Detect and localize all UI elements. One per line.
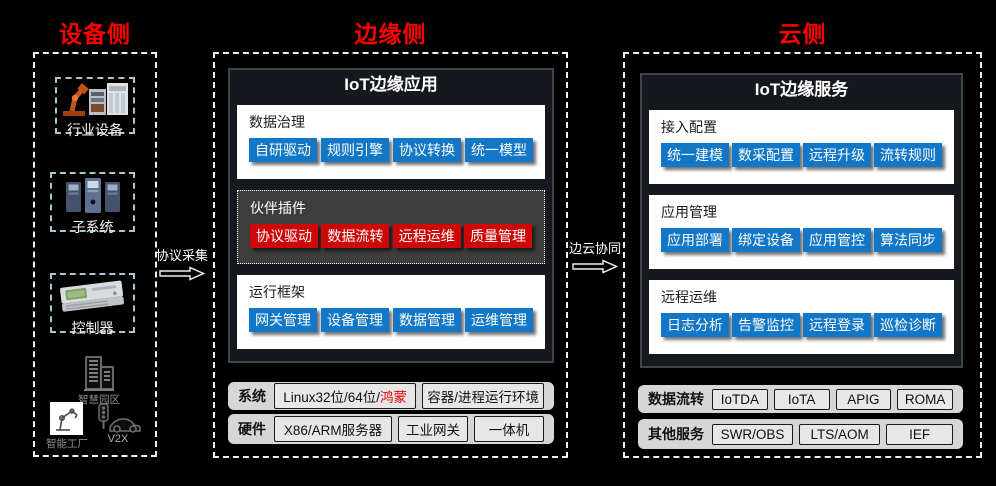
right-arrow-icon xyxy=(572,259,619,277)
cloud-dataflow-row: 数据流转 IoTDA IoTA APIG ROMA xyxy=(638,385,963,413)
row-label: 系统 xyxy=(238,388,266,404)
cloud-group-app-management: 应用管理 应用部署 绑定设备 应用管控 算法同步 xyxy=(649,195,954,269)
feature-chip: 算法同步 xyxy=(874,228,942,252)
scene-label: 智慧园区 xyxy=(78,394,120,406)
row-label: 硬件 xyxy=(238,421,266,437)
flow-label: 边云协同 xyxy=(568,241,621,256)
service-item: IEF xyxy=(886,423,954,445)
feature-chip: 运维管理 xyxy=(465,308,533,332)
right-arrow-icon xyxy=(159,266,206,284)
flow-label: 协议采集 xyxy=(155,248,208,263)
cloud-box-header: IoT边缘服务 xyxy=(754,80,849,99)
service-item: ROMA xyxy=(897,388,953,410)
service-item: APIG xyxy=(835,388,892,410)
group-label: 远程运维 xyxy=(661,289,717,305)
edge-to-cloud-flow: 边云协同 xyxy=(565,238,625,277)
cloud-group-access-config: 接入配置 统一建模 数采配置 远程升级 流转规则 xyxy=(649,110,954,184)
feature-chip: 数据流转 xyxy=(321,224,390,248)
edge-hardware-row: 硬件 X86/ARM服务器 工业网关 一体机 xyxy=(228,414,554,444)
edge-group-partner-plugins: 伙伴插件 协议驱动 数据流转 远程运维 质量管理 xyxy=(237,190,545,264)
smart-factory-icon xyxy=(50,402,83,440)
feature-chip: 网关管理 xyxy=(249,308,317,332)
device-item-industry-equipment: 行业设备 xyxy=(55,77,135,138)
edge-column-frame xyxy=(213,52,568,458)
feature-chip: 应用部署 xyxy=(661,228,729,252)
cloud-group-remote-om: 远程运维 日志分析 告警监控 远程登录 巡检诊断 xyxy=(649,280,954,354)
feature-chip: 远程登录 xyxy=(803,313,871,337)
service-item: IoTDA xyxy=(712,388,768,410)
system-item: 容器/进程运行环境 xyxy=(422,383,544,409)
feature-chip: 协议驱动 xyxy=(250,224,318,248)
feature-chip: 应用管控 xyxy=(803,228,871,252)
device-item-controller: 控制器 xyxy=(50,273,135,336)
row-label: 数据流转 xyxy=(648,391,704,407)
cloud-column-frame xyxy=(623,52,982,458)
edge-box-header: IoT边缘应用 xyxy=(344,75,438,94)
smart-park-icon xyxy=(82,355,116,398)
service-item: IoTA xyxy=(773,388,830,410)
service-item: LTS/AOM xyxy=(799,423,881,445)
hardware-item: 工业网关 xyxy=(398,416,468,442)
feature-chip: 统一建模 xyxy=(661,143,729,167)
group-label: 接入配置 xyxy=(661,119,717,135)
controller-icon xyxy=(55,277,131,320)
group-label: 数据治理 xyxy=(249,114,305,130)
device-column-frame xyxy=(33,52,157,457)
edge-application-box: IoT边缘应用 数据治理 自研驱动 规则引擎 协议转换 统一模型 伙伴插件 协议… xyxy=(228,68,554,363)
feature-chip: 告警监控 xyxy=(732,313,800,337)
edge-system-row: 系统 Linux32位/64位/鸿蒙 容器/进程运行环境 xyxy=(228,382,554,410)
hardware-item: X86/ARM服务器 xyxy=(274,416,392,442)
system-item-text: Linux32位/64位/ xyxy=(283,390,381,405)
device-side-title: 设备侧 xyxy=(59,21,131,47)
feature-chip: 自研驱动 xyxy=(249,138,317,162)
feature-chip: 日志分析 xyxy=(661,313,729,337)
feature-chip: 设备管理 xyxy=(321,308,389,332)
system-item-text: 容器/进程运行环境 xyxy=(427,390,539,405)
row-label: 其他服务 xyxy=(648,426,704,442)
cloud-side-title: 云侧 xyxy=(778,21,827,47)
scene-label: V2X xyxy=(107,433,129,445)
device-to-edge-flow: 协议采集 xyxy=(152,245,212,284)
v2x-icon xyxy=(94,403,142,438)
device-item-label: 控制器 xyxy=(71,320,114,336)
device-item-subsystem: 子系统 xyxy=(50,172,135,235)
feature-chip: 巡检诊断 xyxy=(874,313,942,337)
feature-chip: 协议转换 xyxy=(393,138,461,162)
system-item-highlight: 鸿蒙 xyxy=(380,390,408,405)
edge-group-data-governance: 数据治理 自研驱动 规则引擎 协议转换 统一模型 xyxy=(237,105,545,179)
industry-equipment-icon xyxy=(59,81,131,122)
system-item: Linux32位/64位/鸿蒙 xyxy=(274,383,417,409)
service-item: SWR/OBS xyxy=(712,423,794,445)
feature-chip: 数采配置 xyxy=(732,143,800,167)
feature-chip: 数据管理 xyxy=(393,308,461,332)
feature-chip: 远程运维 xyxy=(392,224,461,248)
feature-chip: 流转规则 xyxy=(874,143,942,167)
feature-chip: 统一模型 xyxy=(465,138,533,162)
cloud-service-box: IoT边缘服务 接入配置 统一建模 数采配置 远程升级 流转规则 应用管理 应用… xyxy=(640,73,963,368)
edge-group-runtime-framework: 运行框架 网关管理 设备管理 数据管理 运维管理 xyxy=(237,275,545,349)
device-item-label: 子系统 xyxy=(71,219,114,235)
cloud-other-services-row: 其他服务 SWR/OBS LTS/AOM IEF xyxy=(638,419,963,449)
feature-chip: 质量管理 xyxy=(463,224,532,248)
subsystem-icon xyxy=(62,176,124,219)
feature-chip: 规则引擎 xyxy=(321,138,389,162)
feature-chip: 绑定设备 xyxy=(732,228,800,252)
scene-label: 智能工厂 xyxy=(46,438,88,450)
group-label: 伙伴插件 xyxy=(250,200,306,216)
group-label: 应用管理 xyxy=(661,204,717,220)
feature-chip: 远程升级 xyxy=(803,143,871,167)
group-label: 运行框架 xyxy=(249,284,305,300)
device-item-label: 行业设备 xyxy=(67,122,123,138)
hardware-item: 一体机 xyxy=(474,416,544,442)
edge-side-title: 边缘侧 xyxy=(354,21,427,47)
